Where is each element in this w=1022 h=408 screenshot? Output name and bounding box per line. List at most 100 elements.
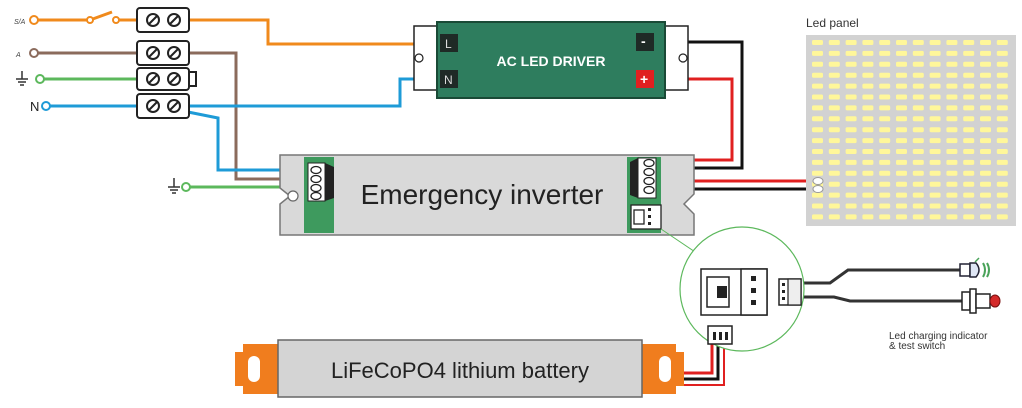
switch-contact xyxy=(86,16,94,24)
led-cell xyxy=(963,94,975,100)
led-cell xyxy=(963,127,975,133)
led-cell xyxy=(812,50,823,56)
led-cell xyxy=(929,149,941,154)
led-cell xyxy=(912,138,924,144)
led-cell xyxy=(896,192,907,198)
led-cell xyxy=(946,94,958,100)
led-grid xyxy=(812,40,1008,220)
led-cell xyxy=(946,181,958,187)
led-cell xyxy=(946,138,958,144)
connector-zoom xyxy=(679,226,805,352)
led-cell xyxy=(946,40,958,45)
led-cell xyxy=(980,94,991,100)
led-cell xyxy=(980,170,991,176)
led-cell xyxy=(912,214,924,220)
led-cell xyxy=(862,116,874,122)
terminal-dot xyxy=(181,182,191,192)
led-cell xyxy=(862,61,874,67)
terminal-blocks xyxy=(136,7,197,119)
led-cell xyxy=(862,170,874,176)
led-cell xyxy=(896,94,907,100)
led-cell xyxy=(828,159,840,165)
led-cell xyxy=(812,72,823,78)
led-cell xyxy=(946,170,958,176)
led-cell xyxy=(845,138,857,144)
led-cell xyxy=(845,72,857,78)
led-cell xyxy=(980,214,991,220)
panel-connector xyxy=(812,177,824,185)
led-cell xyxy=(996,50,1008,56)
led-cell xyxy=(828,50,840,56)
led-cell xyxy=(896,127,907,133)
led-cell xyxy=(946,50,958,56)
led-cell xyxy=(912,94,924,100)
label-a: A xyxy=(15,52,21,59)
driver-n-terminal xyxy=(440,70,458,88)
live-wire xyxy=(34,18,440,46)
led-cell xyxy=(912,181,924,187)
neutral-wire-inverter xyxy=(187,110,312,172)
label-n: N xyxy=(30,99,39,114)
led-cell xyxy=(828,149,840,154)
led-cell xyxy=(912,105,924,111)
led-cell xyxy=(862,149,874,154)
terminal-block-a xyxy=(136,40,190,66)
driver-l-terminal xyxy=(440,34,458,52)
led-cell xyxy=(828,40,840,45)
led-cell xyxy=(946,116,958,122)
terminal-block-earth xyxy=(136,67,190,91)
led-cell xyxy=(812,61,823,67)
led-cell xyxy=(963,170,975,176)
led-cell xyxy=(862,50,874,56)
led-cell xyxy=(879,181,891,187)
battery-label: LiFeCoPO4 lithium battery xyxy=(331,358,589,383)
led-cell xyxy=(896,159,907,165)
led-cell xyxy=(845,94,857,100)
led-cell xyxy=(946,83,958,89)
led-cell xyxy=(879,138,891,144)
led-cell xyxy=(879,192,891,198)
led-cell xyxy=(929,83,941,89)
led-cell xyxy=(929,170,941,176)
led-cell xyxy=(912,83,924,89)
inverter-mount-hole xyxy=(287,190,299,202)
terminal-block-neutral xyxy=(136,93,190,119)
led-cell xyxy=(946,203,958,209)
driver-l-label: L xyxy=(445,37,452,51)
led-indicator-icon xyxy=(959,257,990,278)
led-cell xyxy=(929,105,941,111)
neutral-wire xyxy=(46,77,440,108)
led-cell xyxy=(896,138,907,144)
led-cell xyxy=(929,138,941,144)
terminal-dot xyxy=(35,74,45,84)
inverter-battery-connector xyxy=(630,204,662,230)
led-cell xyxy=(980,72,991,78)
led-cell xyxy=(963,83,975,89)
led-cell xyxy=(812,214,823,220)
led-cell xyxy=(996,159,1008,165)
indicator-label-line1: Led charging indicator xyxy=(889,331,988,342)
led-cell xyxy=(980,40,991,45)
led-cell xyxy=(862,105,874,111)
led-cell xyxy=(845,105,857,111)
led-cell xyxy=(812,116,823,122)
led-cell xyxy=(812,170,823,176)
led-cell xyxy=(929,214,941,220)
led-cell xyxy=(828,83,840,89)
led-cell xyxy=(996,214,1008,220)
led-cell xyxy=(929,127,941,133)
driver-body xyxy=(436,21,666,99)
led-cell xyxy=(879,50,891,56)
led-cell xyxy=(996,72,1008,78)
led-cell xyxy=(828,203,840,209)
panel-connector xyxy=(812,185,824,193)
led-cell xyxy=(862,138,874,144)
led-cell xyxy=(912,61,924,67)
led-cell xyxy=(845,214,857,220)
led-cell xyxy=(946,214,958,220)
indicator-switch-cable xyxy=(802,295,962,303)
led-cell xyxy=(828,72,840,78)
led-cell xyxy=(980,116,991,122)
led-cell xyxy=(845,170,857,176)
driver-title: AC LED DRIVER xyxy=(497,53,606,69)
